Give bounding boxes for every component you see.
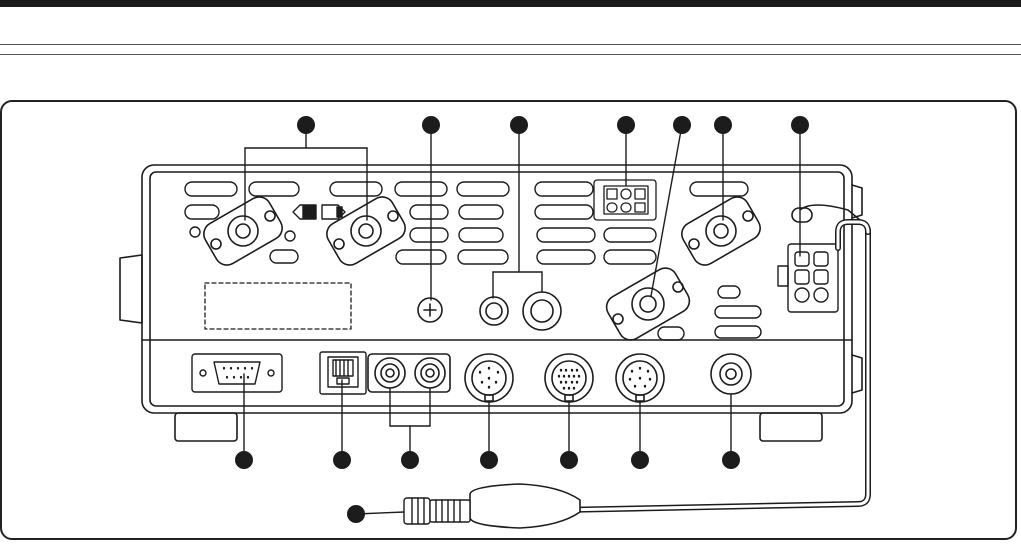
callout-dot-bottom-3 xyxy=(401,451,419,469)
callout-dot-bottom-1 xyxy=(235,451,253,469)
direction-arrows xyxy=(293,205,345,219)
callout-dot-bottom-5 xyxy=(560,451,578,469)
callout-dot-cable xyxy=(347,505,365,523)
antenna-connector-4 xyxy=(602,264,694,345)
cable-plug xyxy=(404,498,470,524)
modular-jack xyxy=(320,352,366,394)
antenna-connector-1 xyxy=(199,193,286,270)
dc-connector-small xyxy=(594,180,656,220)
right-foot xyxy=(760,413,822,441)
callout-dot-top-3 xyxy=(510,116,528,134)
power-cable xyxy=(560,205,868,510)
callout-dot-top-7 xyxy=(791,116,809,134)
antenna-connector-3 xyxy=(677,193,764,270)
serial-port xyxy=(192,354,282,392)
callout-dot-bottom-6 xyxy=(631,451,649,469)
callout-dot-bottom-4 xyxy=(480,451,498,469)
phono-jack-pair xyxy=(368,354,450,392)
callout-dot-top-1 xyxy=(297,116,315,134)
din-socket-3 xyxy=(616,354,664,402)
ground-terminal xyxy=(418,298,442,322)
cable-filter-core xyxy=(470,484,580,528)
chassis-body xyxy=(142,165,852,413)
callout-dot-top-5 xyxy=(673,116,691,134)
round-jack-pair xyxy=(480,292,561,330)
callout-dot-top-4 xyxy=(617,116,635,134)
dashed-option-area xyxy=(205,283,351,329)
callout-dot-bottom-7 xyxy=(722,451,740,469)
din-socket-2 xyxy=(545,354,593,402)
callout-dot-top-2 xyxy=(422,116,440,134)
phono-jack-single xyxy=(711,354,751,394)
left-handle xyxy=(120,255,142,323)
callout-dot-bottom-2 xyxy=(333,451,351,469)
din-socket-1 xyxy=(465,354,513,402)
right-side-bump-upper xyxy=(852,185,862,218)
callout-dot-top-6 xyxy=(714,116,732,134)
left-foot xyxy=(175,413,237,441)
right-side-bump-lower xyxy=(852,355,862,393)
dc-power-connector xyxy=(778,244,838,312)
callout-leaders-top xyxy=(245,125,800,300)
